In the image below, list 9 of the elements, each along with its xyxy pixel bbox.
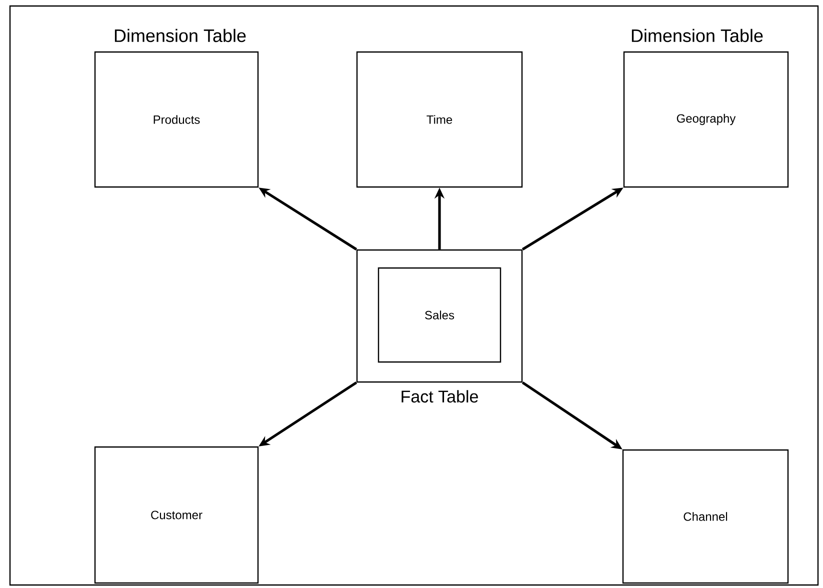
table-box: Customer	[94, 446, 259, 584]
table-label: Dimension Table	[114, 28, 246, 42]
node-label: Fact Table	[402, 390, 478, 403]
table-box: Products	[94, 51, 259, 188]
table-box: Channel	[622, 449, 789, 584]
table-label: Dimension Table	[632, 28, 763, 42]
table-box: Geography	[623, 51, 789, 188]
table-box: Time	[356, 51, 523, 188]
table-box: Sales	[378, 267, 502, 363]
